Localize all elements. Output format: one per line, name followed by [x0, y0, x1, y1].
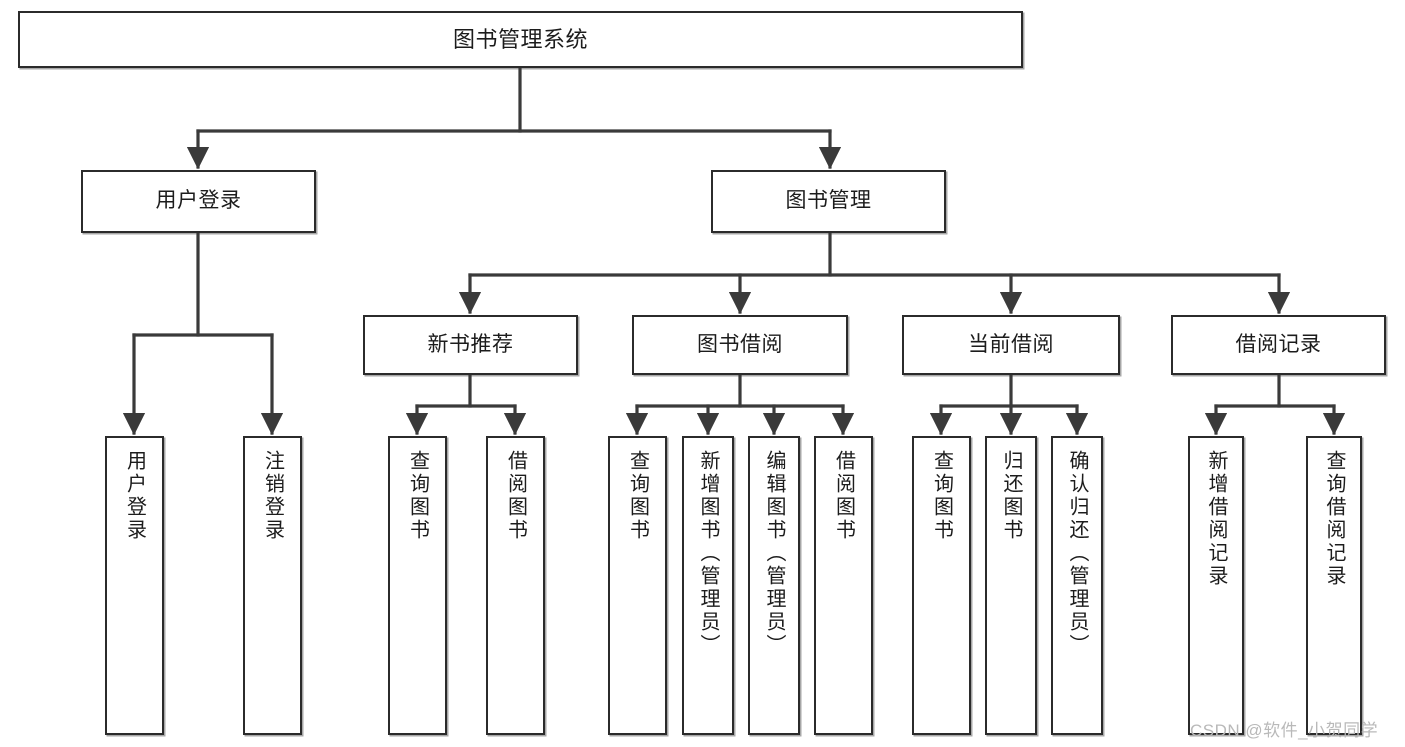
node-label: 用户登录: [155, 189, 242, 213]
node-book-borrow[interactable]: 图书借阅: [632, 315, 848, 375]
node-label: 图书管理: [785, 189, 872, 213]
node-leaf-query-book-current[interactable]: 查询图书: [912, 436, 971, 735]
node-label: 借阅记录: [1235, 332, 1322, 356]
node-user-login[interactable]: 用户登录: [81, 170, 316, 233]
node-new-book-recommend[interactable]: 新书推荐: [363, 315, 578, 375]
node-label: 图书管理系统: [452, 26, 588, 52]
node-label: 新增借阅记录: [1205, 450, 1227, 588]
node-leaf-return-book[interactable]: 归还图书: [985, 436, 1037, 735]
node-leaf-add-borrow-record[interactable]: 新增借阅记录: [1188, 436, 1244, 735]
node-label: 查询图书: [930, 450, 953, 542]
node-root-system[interactable]: 图书管理系统: [18, 11, 1023, 68]
node-book-manage[interactable]: 图书管理: [711, 170, 946, 233]
node-label: 归还图书: [1000, 450, 1022, 542]
node-leaf-query-borrow-record[interactable]: 查询借阅记录: [1306, 436, 1362, 735]
node-leaf-confirm-return-admin[interactable]: 确认归还（管理员）: [1051, 436, 1103, 735]
node-current-borrow[interactable]: 当前借阅: [902, 315, 1120, 375]
node-label: 确认归还（管理员）: [1066, 450, 1088, 657]
node-label: 当前借阅: [968, 332, 1054, 356]
node-leaf-add-book-admin[interactable]: 新增图书（管理员）: [682, 436, 734, 735]
node-label: 查询图书: [626, 450, 649, 542]
node-leaf-user-login[interactable]: 用户登录: [105, 436, 164, 735]
node-label: 借阅图书: [832, 450, 855, 542]
node-label: 注销登录: [261, 450, 284, 542]
node-label: 新书推荐: [427, 332, 514, 356]
node-label: 新增图书（管理员）: [697, 450, 719, 657]
node-label: 查询图书: [406, 450, 429, 542]
node-label: 图书借阅: [697, 332, 783, 356]
node-leaf-borrow-book[interactable]: 借阅图书: [814, 436, 873, 735]
node-label: 借阅图书: [504, 450, 527, 542]
node-label: 编辑图书（管理员）: [763, 450, 785, 657]
node-leaf-query-book-borrow[interactable]: 查询图书: [608, 436, 667, 735]
node-leaf-edit-book-admin[interactable]: 编辑图书（管理员）: [748, 436, 800, 735]
node-leaf-borrow-book-recommend[interactable]: 借阅图书: [486, 436, 545, 735]
node-label: 用户登录: [123, 450, 146, 542]
node-leaf-query-book-recommend[interactable]: 查询图书: [388, 436, 447, 735]
node-borrow-record[interactable]: 借阅记录: [1171, 315, 1386, 375]
node-leaf-user-logout[interactable]: 注销登录: [243, 436, 302, 735]
node-label: 查询借阅记录: [1323, 450, 1345, 588]
csdn-watermark: CSDN @软件_小贺同学: [1190, 721, 1379, 740]
